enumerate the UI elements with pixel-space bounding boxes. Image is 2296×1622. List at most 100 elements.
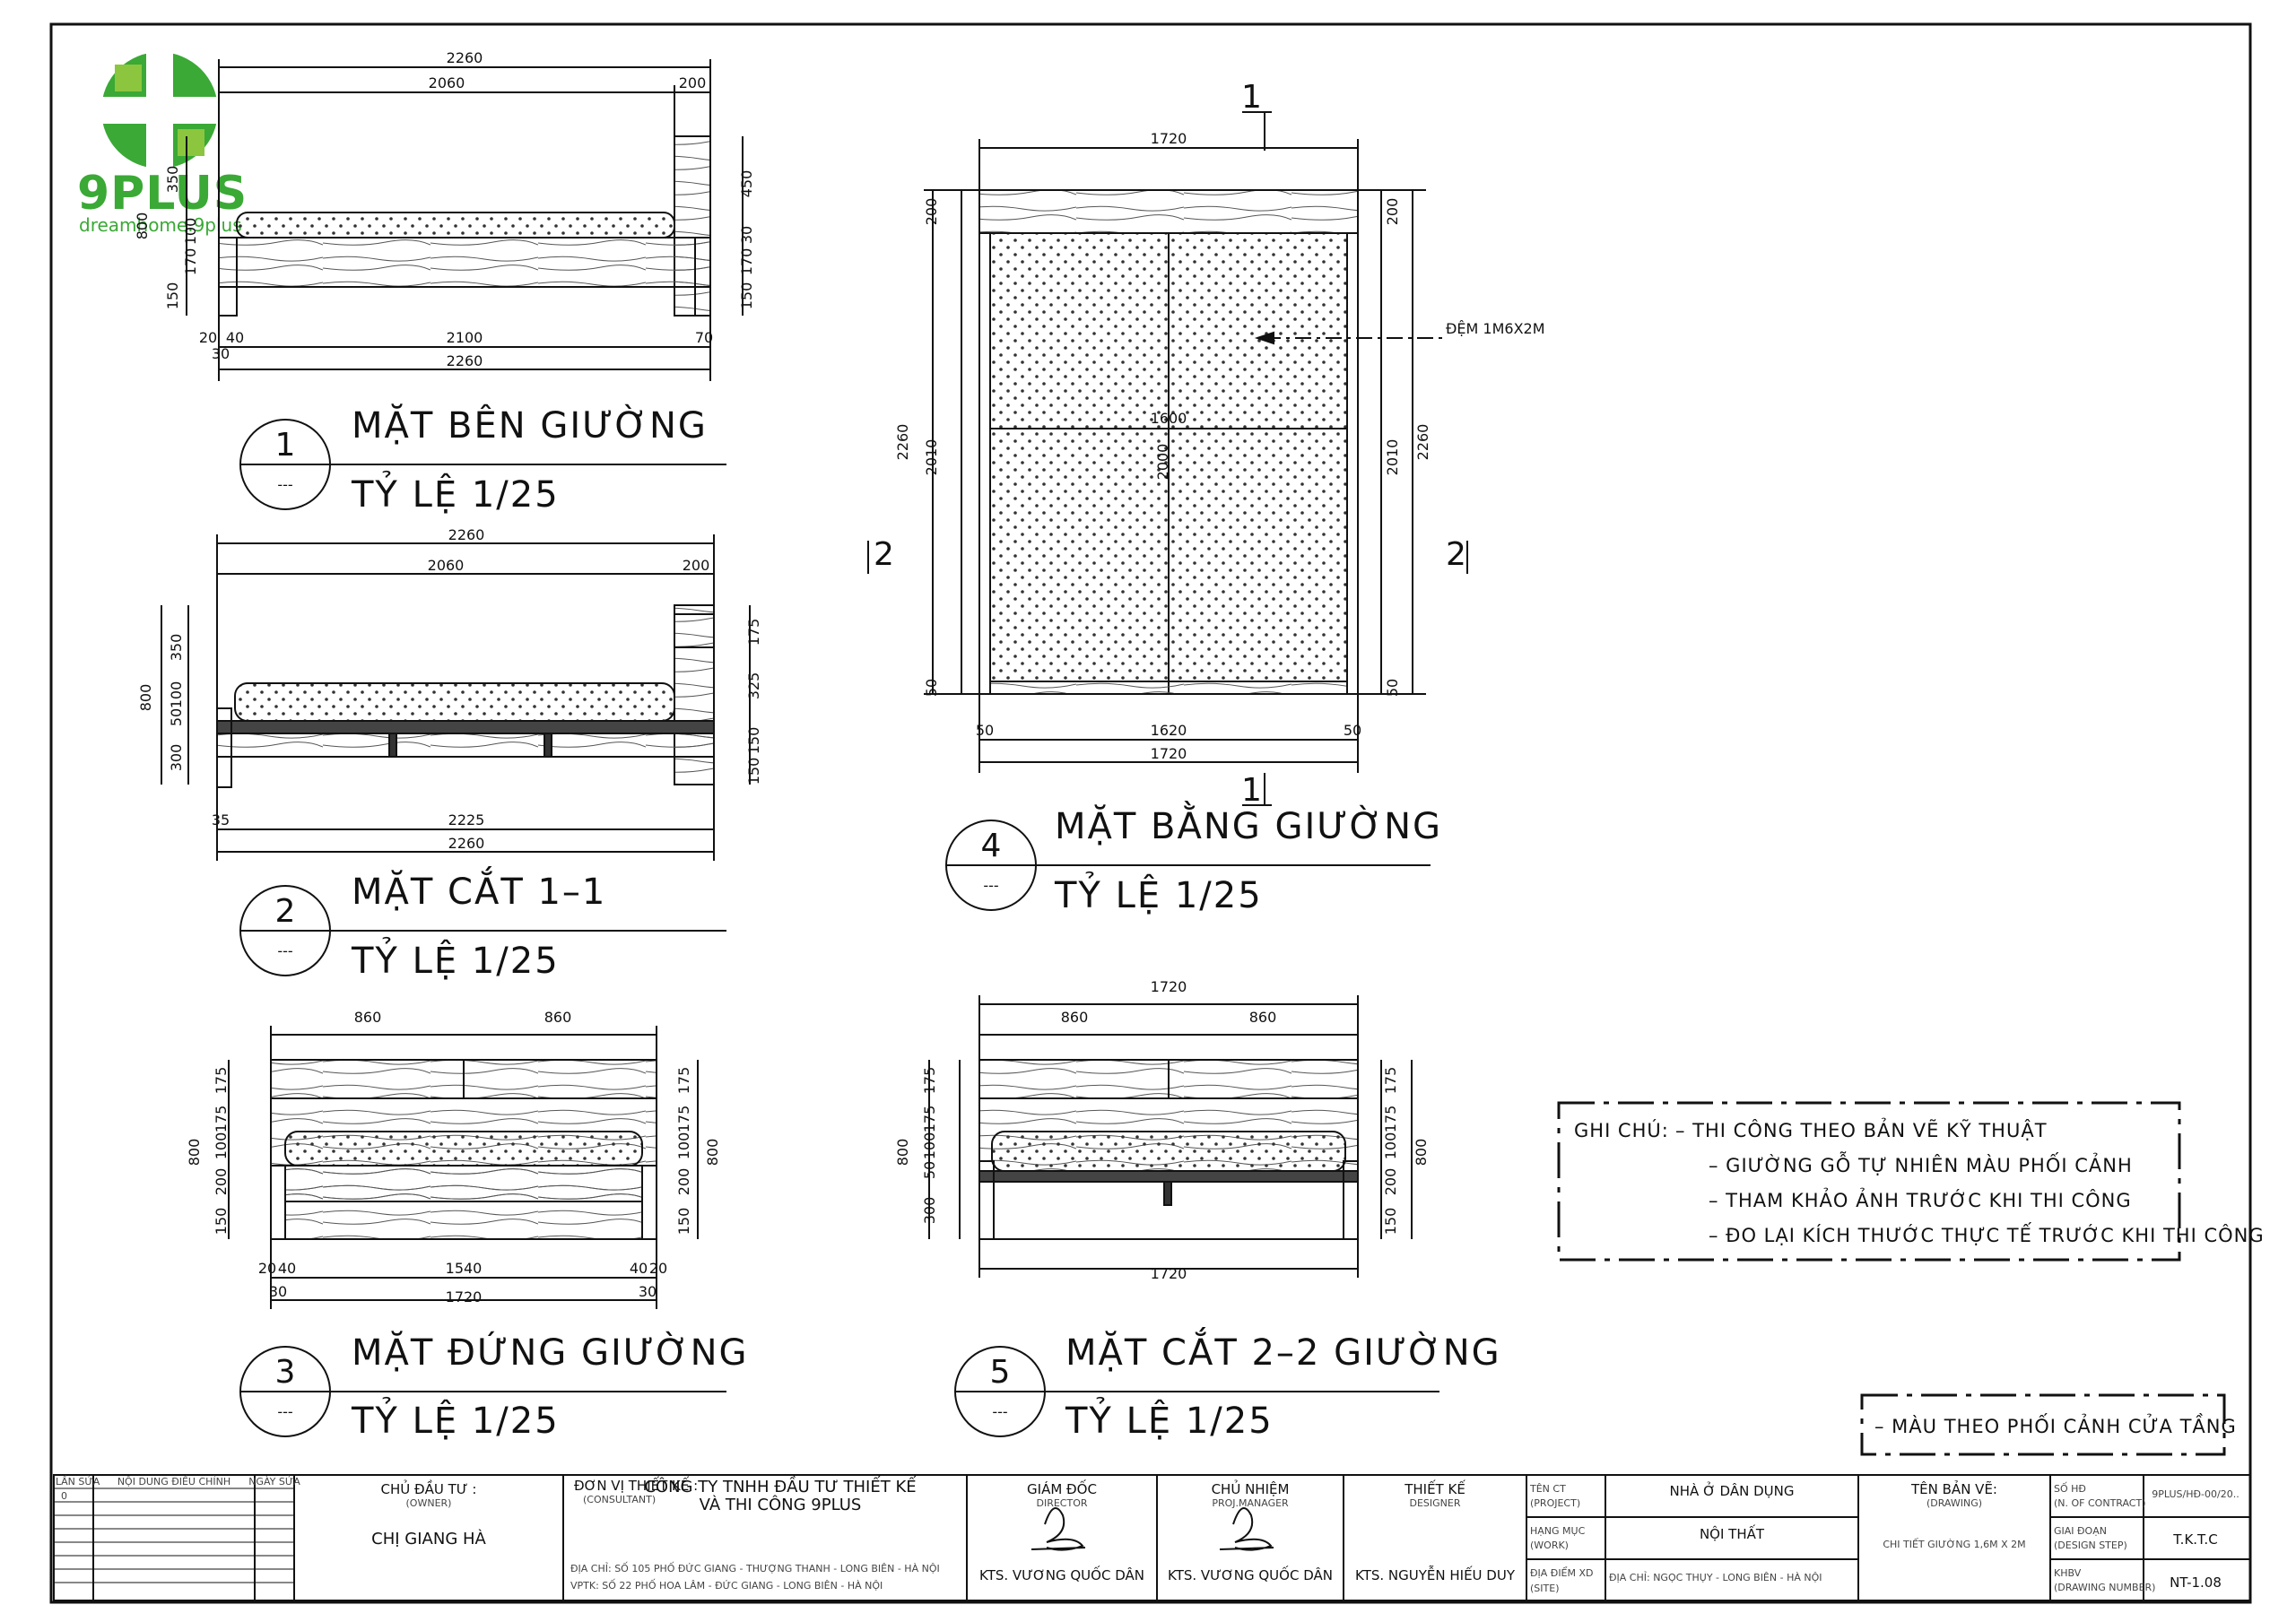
site-value: ĐỊA CHỈ: NGỌC THỤY - LONG BIÊN - HÀ NỘI [1609,1571,1822,1583]
dim-label: 800 [1413,1139,1430,1167]
dim-label: 30 [639,1283,657,1300]
dim-label: 2225 [448,811,485,828]
title-block [53,1474,2251,1601]
dim-label: 300 [168,744,185,772]
view-marker: --- [992,1403,1007,1420]
view-scale: TỶ LỆ 1/25 [351,936,560,982]
view-marker: --- [277,476,292,493]
dim-label: 30 [738,226,755,244]
title-block-text: LẦN SỬA NỘI DUNG ĐIỀU CHỈNH NGÀY SỬA 0 C… [56,1475,2239,1594]
dim-label: 35 [212,811,230,828]
dim-label: 800 [704,1139,721,1167]
step-sub: (DESIGN STEP) [2054,1540,2127,1551]
dim-label: 100 [168,681,185,709]
view-scale: TỶ LỆ 1/25 [1065,1396,1274,1442]
company-address: ĐỊA CHỈ: SỐ 105 PHỐ ĐỨC GIANG - THƯỢNG T… [570,1562,940,1574]
project-sub: (PROJECT) [1530,1497,1580,1509]
view-scale: TỶ LỆ 1/25 [1054,871,1263,916]
dim-label: 170 [738,248,755,276]
view-2-section-1-1 [161,534,751,861]
view-title: MẶT ĐỨNG GIƯỜNG [352,1330,749,1374]
dim-label: 100 [182,218,199,246]
dim-label: 70 [695,329,713,346]
dim-label: 800 [137,684,154,712]
dim-label: 1720 [1151,978,1187,995]
view-number: 3 [275,1354,296,1391]
view-2-label: 2 --- MẶT CẮT 1–1 TỶ LỆ 1/25 [239,865,726,982]
contract-sub: (N. OF CONTRACT) [2054,1497,2146,1509]
view-3-front-elevation [228,1026,699,1309]
dim-label: 860 [354,1009,382,1026]
brand-logo: 9PLUS dreamhome.9plus [77,50,247,236]
project-label: TÊN CT [1529,1483,1566,1495]
dim-label: 150 [1382,1208,1399,1236]
dim-label: 2060 [429,74,465,91]
dim-label: 30 [269,1283,287,1300]
view-title: MẶT BẰNG GIƯỜNG [1055,800,1442,847]
sheet-border [49,22,2252,1604]
owner-label: CHỦ ĐẦU TƯ : [381,1479,477,1497]
number-value: NT-1.08 [2170,1574,2222,1591]
section-mark-left: 2 [874,536,894,573]
dim-label: 860 [1061,1009,1089,1026]
view-scale: TỶ LỆ 1/25 [351,1396,560,1442]
dim-label: 175 [921,1067,938,1095]
director-label: GIÁM ĐỐC [1027,1479,1097,1497]
rev-header: NGÀY SỬA [248,1475,300,1488]
dim-label: 800 [186,1139,203,1167]
dim-label: 300 [921,1197,938,1225]
contract-value: 9PLUS/HĐ-00/20.. [2152,1488,2239,1500]
view-1-side-elevation [186,59,744,381]
color-note-box: – MÀU THEO PHỐI CẢNH CỬA TẦNG [1860,1393,2236,1456]
note-item: – ĐO LẠI KÍCH THƯỚC THỰC TẾ TRƯỚC KHI TH… [1709,1222,2265,1246]
dim-label: 100 [921,1132,938,1160]
pm-signature [1219,1507,1274,1551]
rev-header: NỘI DUNG ĐIỀU CHỈNH [117,1475,230,1488]
view-marker: --- [983,877,998,894]
dim-label: 1600 [1151,410,1187,427]
dim-label: 200 [1384,198,1401,226]
designer-label: THIẾT KẾ [1404,1479,1465,1497]
project-value: NHÀ Ở DÂN DỤNG [1670,1481,1795,1499]
step-label: GIAI ĐOẠN [2054,1525,2107,1537]
rev-number: 0 [61,1490,67,1502]
dim-label: 200 [683,557,710,574]
dim-label: 1720 [446,1288,483,1305]
company-office: VPTK: SỐ 22 PHỐ HOA LÂM - ĐỨC GIANG - LO… [570,1579,883,1592]
dim-label: 800 [894,1139,911,1167]
number-sub: (DRAWING NUMBER) [2054,1582,2155,1593]
dim-label: 2100 [447,329,483,346]
dim-label: 200 [923,198,940,226]
view-4-dimensions: 1720 2260 200 2010 50 200 2010 50 2260 1… [874,79,1545,809]
view-number: 4 [981,828,1002,864]
dim-label: 200 [679,74,707,91]
view-1-dimensions: 2260 2060 200 20 40 2100 70 30 2260 350 … [134,49,755,369]
view-number: 5 [990,1354,1011,1391]
designer-sub: DESIGNER [1410,1497,1461,1509]
contract-label: SỐ HĐ [2054,1482,2086,1495]
dim-label: 175 [675,1106,692,1133]
company-name: CÔNG TY TNHH ĐẦU TƯ THIẾT KẾ [644,1475,917,1496]
director-signature [1031,1507,1086,1551]
dim-label: 2260 [894,424,911,461]
dim-label: 30 [212,345,230,362]
view-5-section-2-2 [928,995,1413,1278]
view-scale: TỶ LỆ 1/25 [351,470,560,516]
dim-label: 2260 [447,352,483,369]
note-item: – THAM KHẢO ẢNH TRƯỚC KHI THI CÔNG [1709,1188,2132,1211]
dim-label: 860 [544,1009,572,1026]
owner-sub: (OWNER) [406,1497,452,1509]
dim-label: 175 [1382,1106,1399,1133]
view-3-label: 3 --- MẶT ĐỨNG GIƯỜNG TỶ LỆ 1/25 [239,1330,749,1442]
view-1-label: 1 --- MẶT BÊN GIƯỜNG TỶ LỆ 1/25 [239,403,726,516]
dim-label: 150 [675,1208,692,1236]
dim-label: 2010 [923,439,940,476]
drawing-label: TÊN BẢN VẼ: [1910,1479,1997,1497]
dim-label: 50 [1344,722,1361,739]
pm-name: KTS. VƯƠNG QUỐC DÂN [1168,1565,1333,1583]
dim-label: 20 [258,1260,276,1277]
notes-label: GHI CHÚ: [1574,1119,1669,1141]
view-title: MẶT CẮT 2–2 GIƯỜNG [1065,1326,1501,1374]
dim-label: 200 [675,1168,692,1196]
